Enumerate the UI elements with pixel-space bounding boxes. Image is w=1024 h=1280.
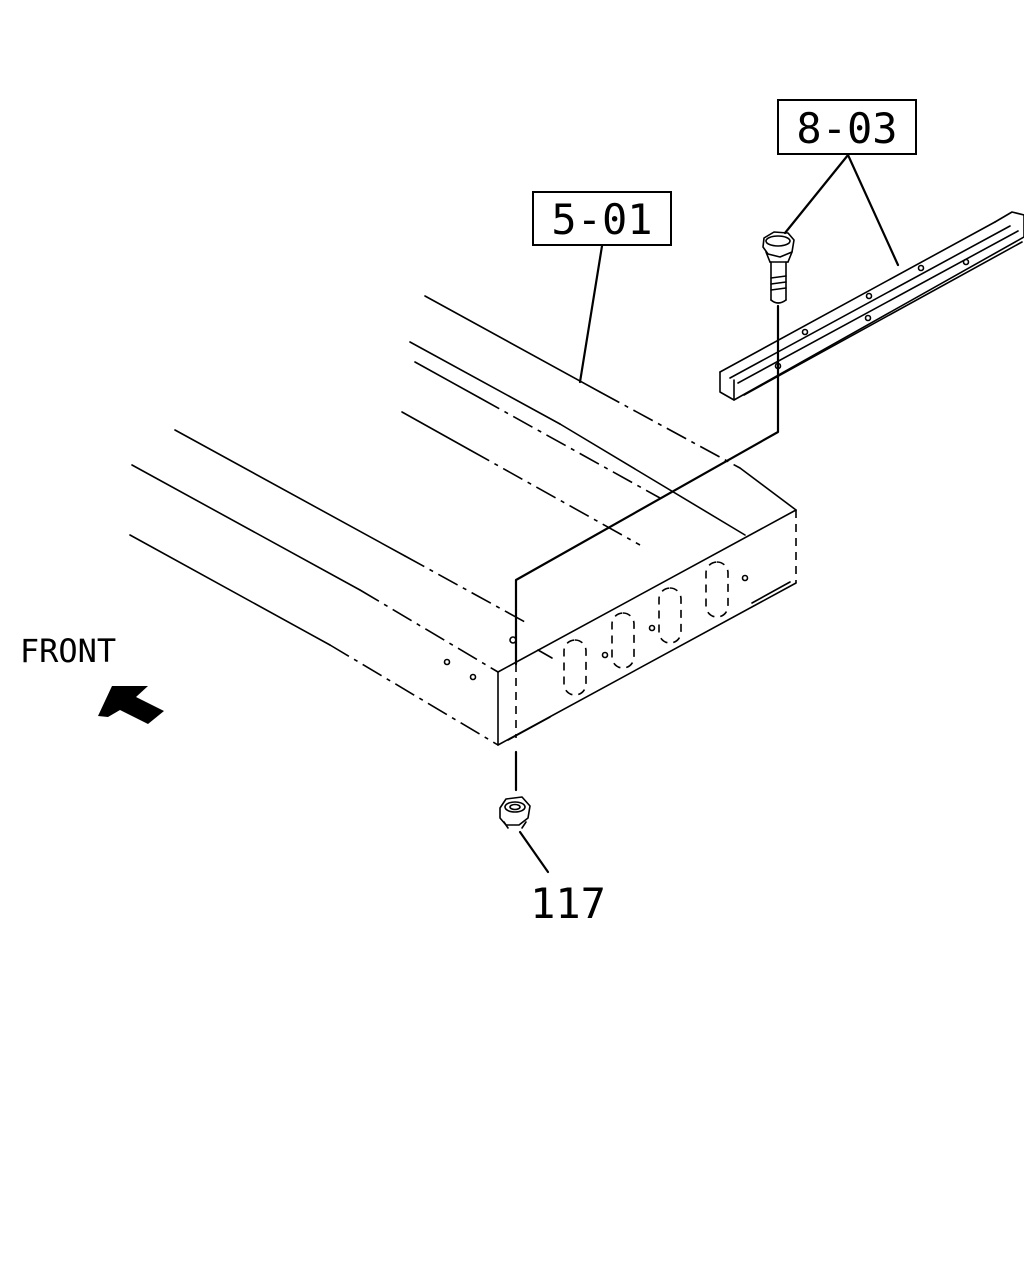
flange-nut	[499, 796, 531, 829]
callout-leaders	[518, 153, 900, 874]
callout-5-01: 5-01	[532, 191, 672, 246]
bolt	[762, 231, 795, 304]
front-label: FRONT	[20, 632, 116, 670]
angle-bracket	[719, 211, 1024, 401]
callout-8-03: 8-03	[777, 99, 917, 155]
front-arrow-icon	[98, 686, 164, 724]
callout-8-03-box	[777, 99, 917, 155]
callout-117-label: 117	[530, 879, 606, 928]
callout-8-03-label: 8-03	[796, 104, 897, 153]
front-indicator: FRONT	[20, 632, 164, 724]
callout-5-01-label: 5-01	[551, 195, 652, 244]
frame-member	[129, 295, 797, 746]
callout-5-01-box	[532, 191, 672, 246]
assembly-guide-line	[514, 304, 780, 792]
